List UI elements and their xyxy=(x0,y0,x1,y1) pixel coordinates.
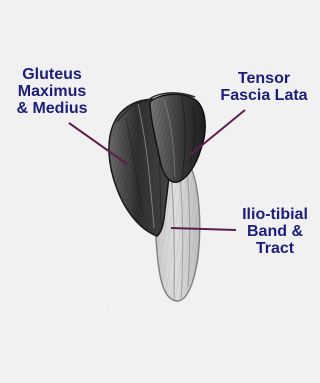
tensor-label-line-1: Tensor xyxy=(205,70,320,87)
itb-label: Ilio-tibial Band & Tract xyxy=(232,206,318,257)
itb-label-line-1: Ilio-tibial xyxy=(232,206,318,223)
itb-label-line-3: Tract xyxy=(232,240,318,257)
gluteus-label: Gluteus Maximus & Medius xyxy=(4,66,100,117)
itb-label-line-2: Band & xyxy=(232,223,318,240)
gluteus-label-line-3: & Medius xyxy=(4,100,100,117)
tensor-label-line-2: Fascia Lata xyxy=(205,87,320,104)
gluteus-label-line-1: Gluteus xyxy=(4,66,100,83)
tensor-label: Tensor Fascia Lata xyxy=(205,70,320,104)
gluteus-label-line-2: Maximus xyxy=(4,83,100,100)
